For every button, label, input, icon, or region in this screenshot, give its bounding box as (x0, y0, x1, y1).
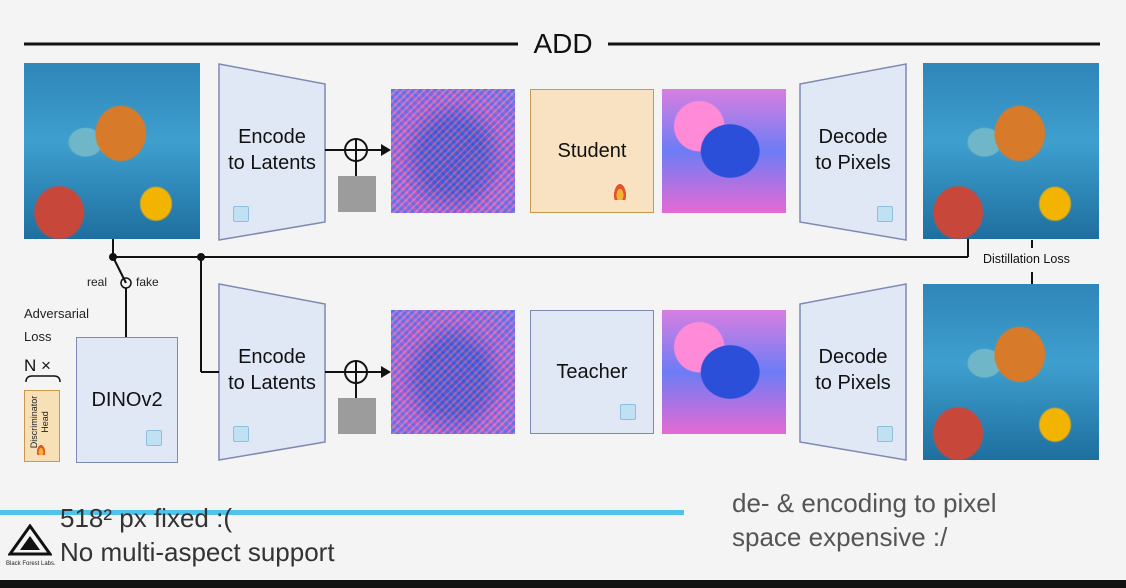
encode-label-top: Encode to Latents (228, 126, 316, 174)
snowflake-icon (877, 426, 893, 442)
snowflake-icon (146, 430, 162, 446)
noise-sample-bottom (338, 398, 376, 434)
n-times-label: N × (24, 356, 51, 375)
encode-shape-bottom (218, 283, 326, 461)
teacher-output-image-turtle (923, 284, 1099, 460)
encode-label-bottom: Encode to Latents (228, 346, 316, 394)
bottom-bar (0, 580, 1126, 588)
dinov2-label: DINOv2 (91, 388, 163, 411)
logo-text: Black Forest Labs. (6, 561, 56, 567)
caption-left-line1: 518² px fixed :( (60, 503, 232, 533)
student-label: Student (557, 140, 627, 162)
decode-shape-top (799, 63, 907, 241)
student-output-image-turtle (923, 63, 1099, 239)
adversarial-loss-label: Adversarial Loss (24, 306, 90, 344)
snowflake-icon (233, 206, 249, 222)
decode-label-bottom: Decode to Pixels (815, 346, 891, 394)
decode-shape-bottom (799, 283, 907, 461)
snowflake-icon (877, 206, 893, 222)
noise-sample-top (338, 176, 376, 212)
noisy-latent-bottom (391, 310, 515, 434)
encode-shape-top (218, 63, 326, 241)
switch-fake-label: fake (136, 275, 159, 289)
flame-icon (614, 184, 626, 200)
diagram-title: ADD (518, 26, 608, 62)
caption-left-line2: No multi-aspect support (60, 537, 335, 567)
flame-icon (37, 445, 45, 455)
student-box: Student (530, 89, 654, 213)
discriminator-head-label: Discriminator Head (29, 395, 50, 449)
teacher-label: Teacher (556, 361, 628, 383)
denoised-latent-bottom (662, 310, 786, 434)
denoised-latent-top (662, 89, 786, 213)
switch-real-label: real (87, 275, 108, 289)
video-progress-bar[interactable] (0, 510, 684, 515)
snowflake-icon (620, 404, 636, 420)
decode-label-top: Decode to Pixels (815, 126, 891, 174)
noisy-latent-top (391, 89, 515, 213)
distillation-loss-label: Distillation Loss (980, 252, 1073, 266)
input-image-turtle (24, 63, 200, 239)
dinov2-box: DINOv2 (76, 337, 178, 463)
snowflake-icon (233, 426, 249, 442)
caption-right: de- & encoding to pixel space expensive … (732, 488, 997, 552)
logo-icon (8, 524, 52, 556)
discriminator-head-box: Discriminator Head (24, 390, 60, 462)
